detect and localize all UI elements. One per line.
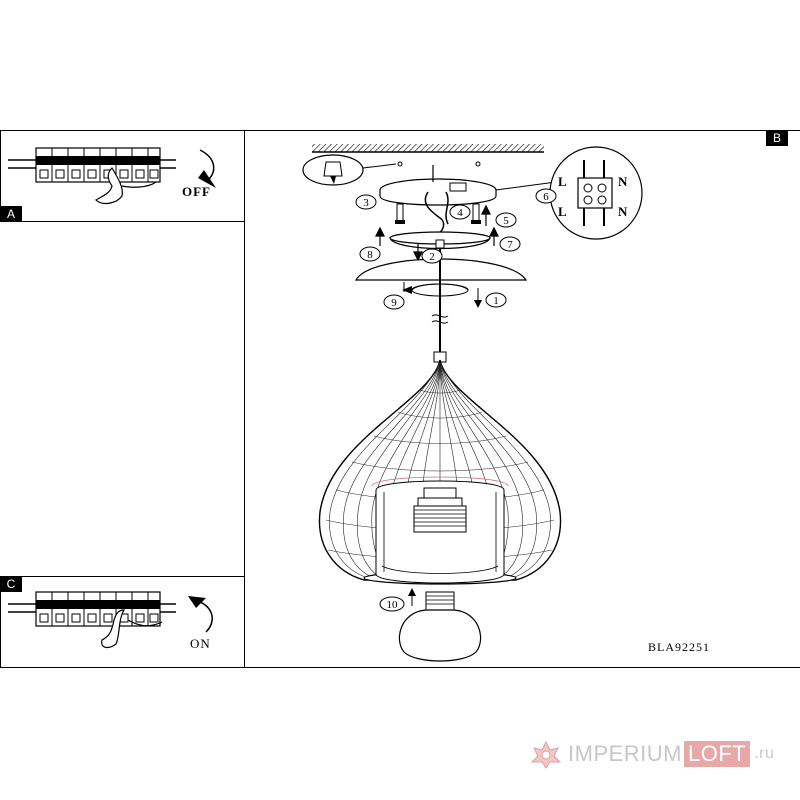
callout-circles <box>355 188 557 612</box>
drill-hole-right <box>475 161 481 167</box>
watermark-logo-icon <box>528 738 564 770</box>
off-text: OFF <box>182 184 211 199</box>
callout-10: 10 <box>387 599 399 611</box>
watermark-loft: LOFT <box>684 741 751 767</box>
panel-b-label: B <box>766 130 788 146</box>
callout-3: 3 <box>363 197 369 209</box>
callout-1: 1 <box>493 295 499 307</box>
lamp-socket <box>413 487 467 533</box>
screw-left <box>395 203 405 224</box>
breaker-on-illustration <box>8 591 213 649</box>
main-panel-frame <box>244 130 800 668</box>
terminal-block-callout <box>495 146 643 240</box>
canopy <box>389 231 491 250</box>
breaker-off-illustration <box>8 147 216 205</box>
ceiling-hatch <box>312 144 544 152</box>
on-text: ON <box>190 636 211 651</box>
watermark-tld: .ru <box>754 745 775 762</box>
callout-6: 6 <box>543 191 549 203</box>
cable-break <box>431 314 449 324</box>
model-code: BLA92251 <box>648 640 710 654</box>
watermark-imperium: IMPERIUM <box>568 741 682 766</box>
wall-plug-callout <box>302 154 397 186</box>
callout-9: 9 <box>391 297 397 309</box>
panel-c-label: C <box>0 576 22 592</box>
drill-hole-left <box>397 161 403 167</box>
terminal-label-top-l: L <box>558 174 567 189</box>
terminal-label-top-n: N <box>618 174 628 189</box>
watermark: IMPERIUM LOFT .ru <box>568 734 774 774</box>
callout-5: 5 <box>503 215 509 227</box>
callout-2: 2 <box>429 251 435 263</box>
callout-7: 7 <box>507 239 513 251</box>
light-bulb <box>398 588 482 662</box>
terminal-label-bottom-l: L <box>558 204 567 219</box>
callout-8: 8 <box>367 249 373 261</box>
mounting-plate <box>379 165 497 235</box>
screw-right <box>471 203 481 224</box>
callout-4: 4 <box>457 207 463 219</box>
terminal-label-bottom-n: N <box>618 204 628 219</box>
panel-a-label: A <box>0 206 22 222</box>
canopy-arrows <box>375 204 499 262</box>
